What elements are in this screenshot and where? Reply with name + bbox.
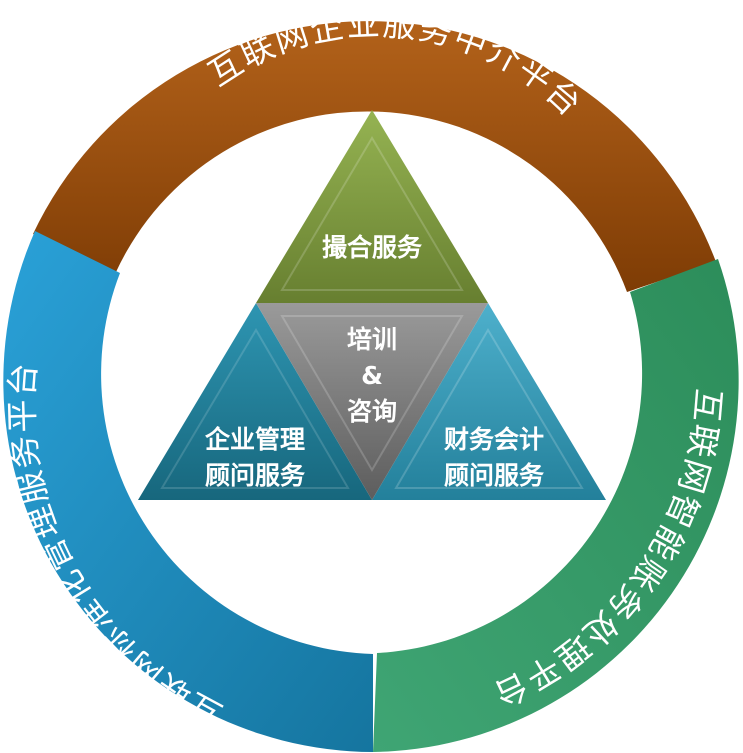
ring-segment-right (373, 259, 739, 752)
ring-segment-left (3, 231, 373, 752)
triangle-training-inner (280, 315, 464, 472)
training-label-line2: & (361, 361, 383, 390)
management-label-line1: 企业管理 (205, 425, 305, 454)
management-label-line2: 顾问服务 (205, 461, 305, 490)
triangle-finance-consulting (372, 303, 606, 500)
triangle-management-inner (160, 328, 350, 489)
training-label-line3: 咨询 (347, 397, 397, 426)
triangle-finance-inner (394, 328, 584, 489)
triangle-training (256, 303, 488, 500)
triangle-matchmaking-inner (280, 136, 464, 291)
training-label-line1: 培训 (347, 325, 397, 354)
triangle-matchmaking (256, 110, 488, 303)
ring-segment-top (33, 21, 716, 292)
finance-label-line2: 顾问服务 (444, 461, 544, 490)
triangle-management-consulting (138, 303, 372, 500)
finance-label-line1: 财务会计 (444, 425, 544, 454)
matchmaking-label: 撮合服务 (322, 233, 422, 262)
